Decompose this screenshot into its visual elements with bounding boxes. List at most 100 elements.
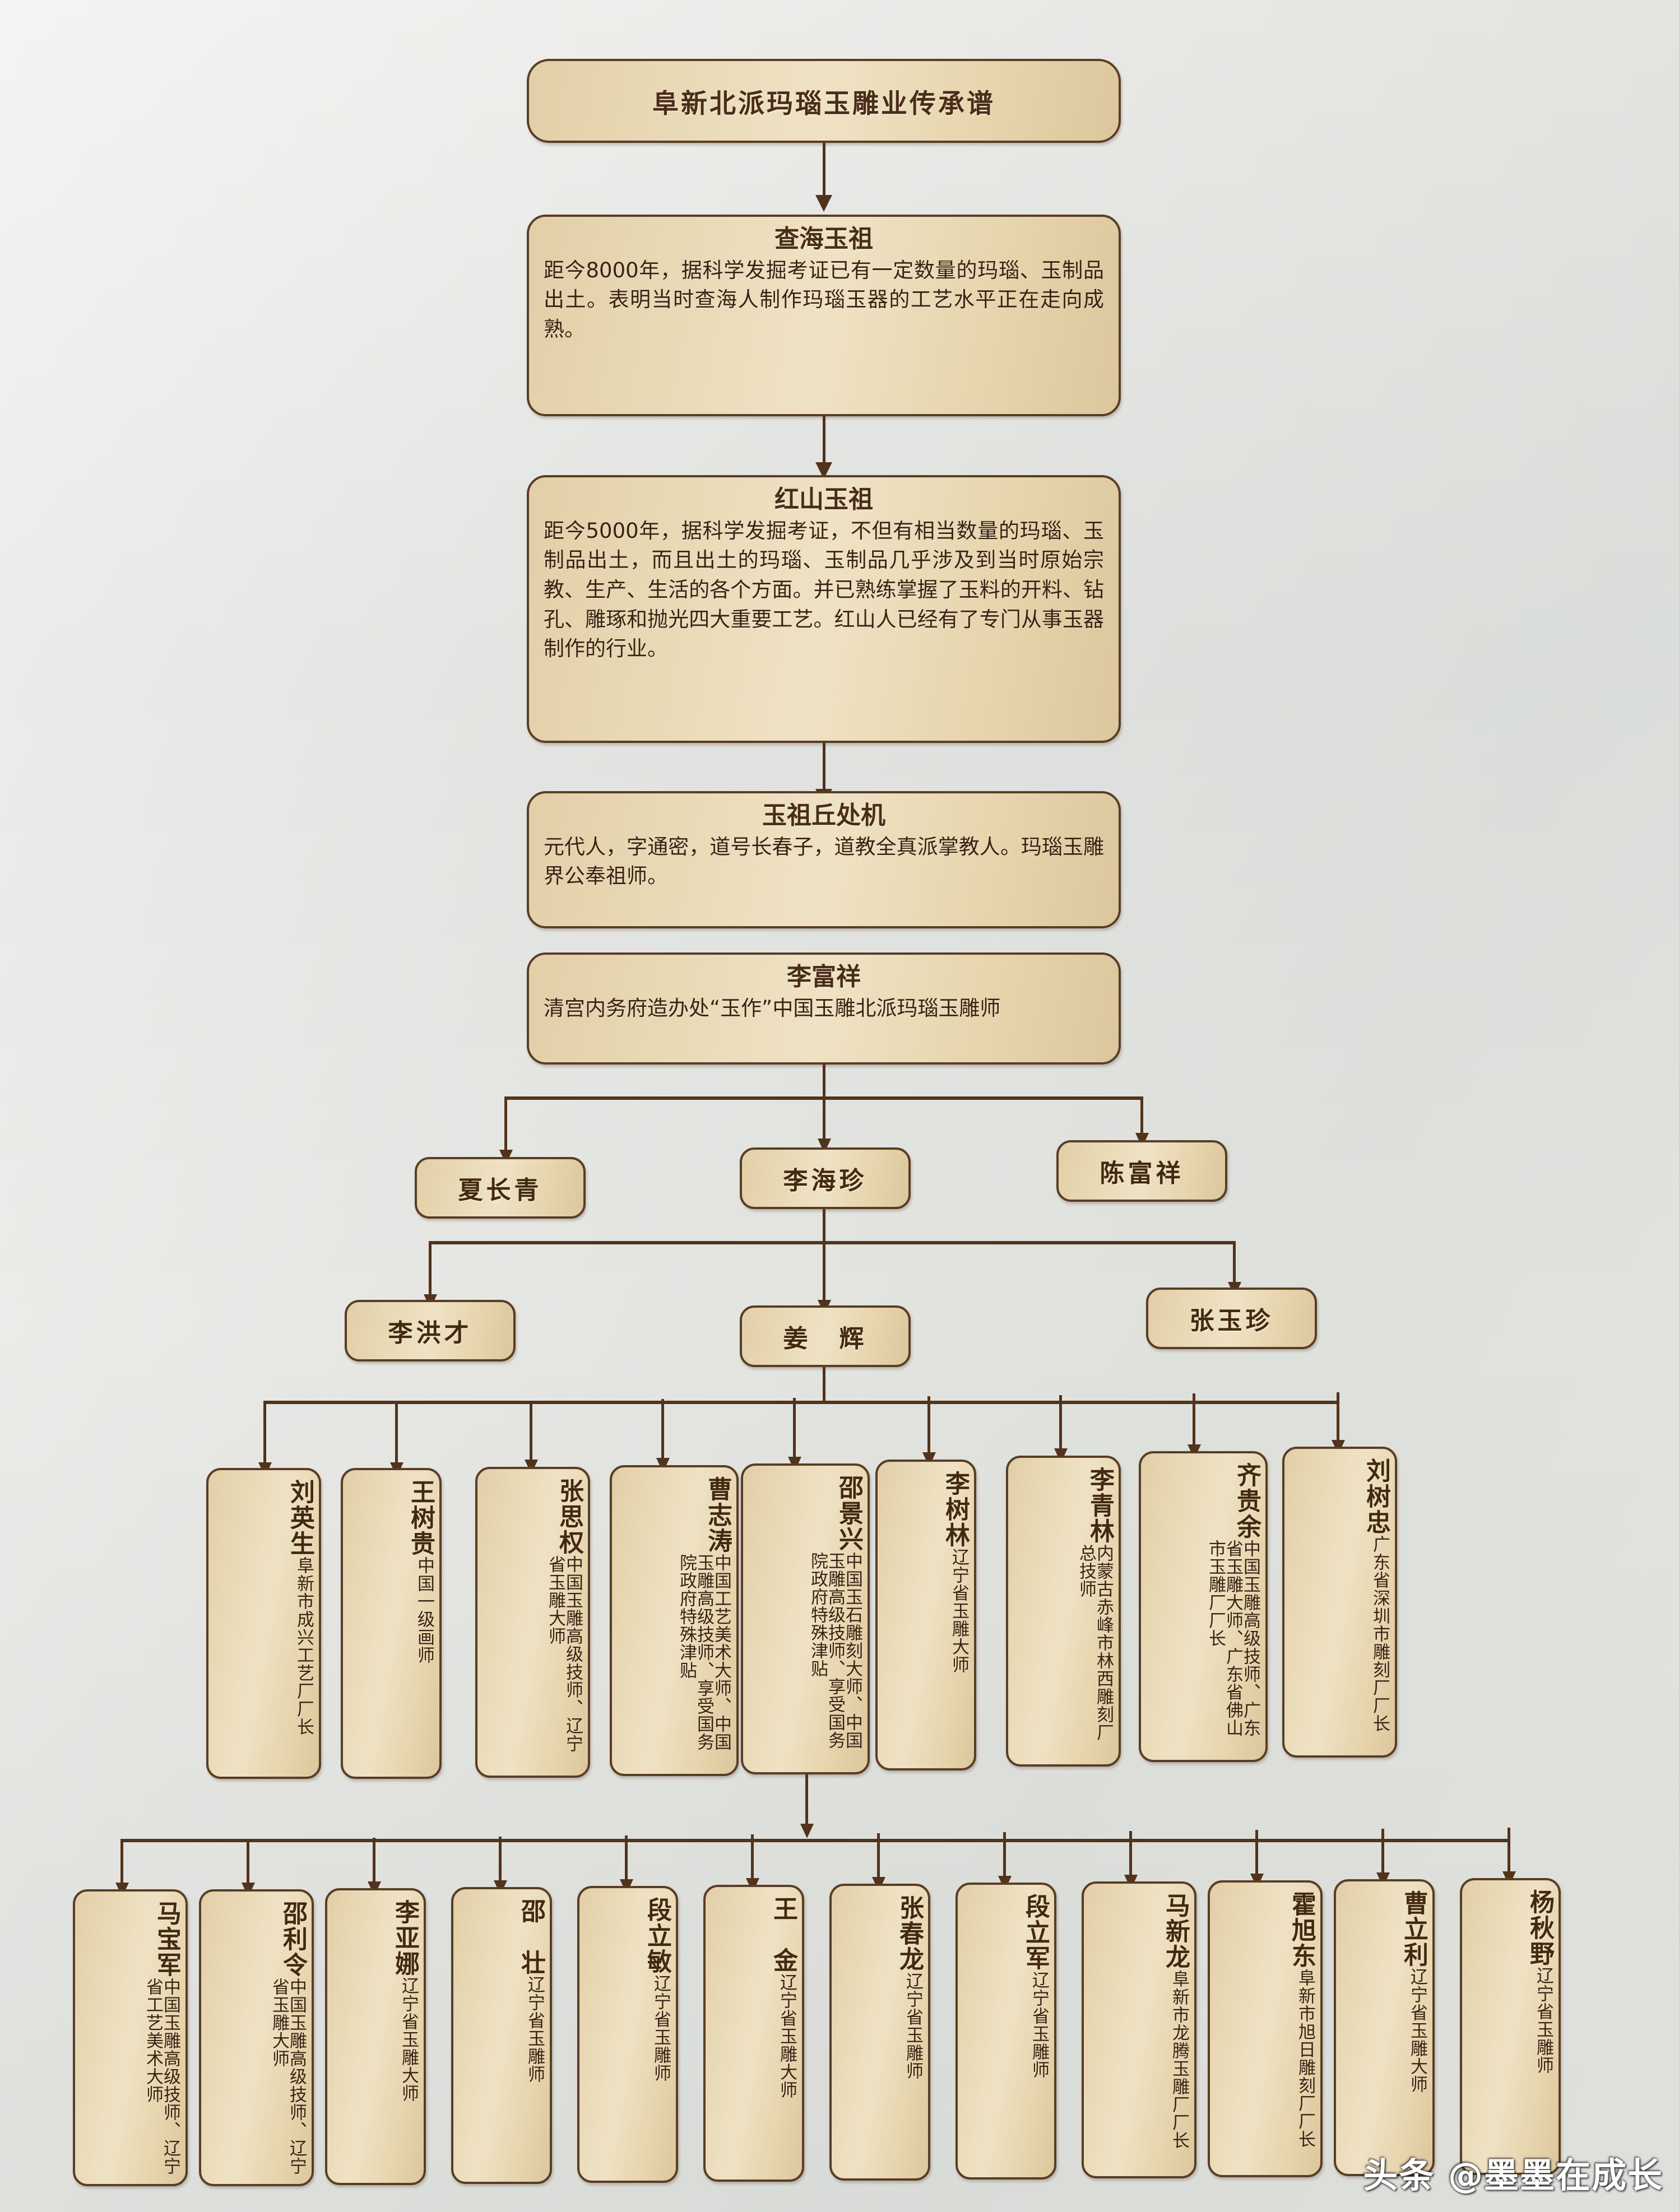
node-liyana: 李亚娜 辽宁省玉雕大师 bbox=[325, 1888, 426, 2185]
connector-gen3-drop-1 bbox=[429, 1241, 432, 1300]
node-mabaojun-name: 马宝军 bbox=[152, 1900, 181, 1978]
connector-gen5-drop-7 bbox=[877, 1833, 880, 1884]
node-zhangchunlong-name: 张春龙 bbox=[895, 1895, 924, 1972]
node-liuyingsheng-title: 阜新市成兴工艺厂厂长 bbox=[294, 1556, 314, 1736]
connector-chahai-to-hongshan bbox=[823, 416, 825, 472]
connector-gen3-stem bbox=[823, 1209, 825, 1243]
node-maxinlong-name: 马新龙 bbox=[1161, 1893, 1190, 1970]
node-xiachangqing: 夏长青 bbox=[415, 1157, 586, 1219]
watermark-text: 头条 @墨墨在成长 bbox=[1363, 2155, 1663, 2196]
node-qiguiyu-title: 中国玉雕高级技师、广东省玉雕大师、广东省佛山市玉雕厂厂长 bbox=[1205, 1540, 1260, 1737]
node-liyana-name: 李亚娜 bbox=[391, 1899, 419, 1977]
node-liushuzhong-title: 广东省深圳市雕刻厂厂长 bbox=[1370, 1535, 1390, 1732]
node-huoxudong: 霍旭东 阜新市旭日雕刻厂厂长 bbox=[1208, 1880, 1323, 2177]
node-duanlijun: 段立军 辽宁省玉雕师 bbox=[956, 1883, 1056, 2180]
chart-title-text: 阜新北派玛瑙玉雕业传承谱 bbox=[652, 88, 995, 119]
node-duanlimin: 段立敏 辽宁省玉雕师 bbox=[577, 1886, 678, 2183]
node-duanlimin-name: 段立敏 bbox=[643, 1897, 671, 1974]
node-qiguiyu: 齐贵余 中国玉雕高级技师、广东省玉雕大师、广东省佛山市玉雕厂厂长 bbox=[1139, 1451, 1268, 1762]
connector-gen5-drop-1 bbox=[120, 1839, 123, 1889]
connector-gen2-drop-1 bbox=[504, 1096, 507, 1155]
connector-gen5-drop-8 bbox=[1003, 1832, 1006, 1883]
node-caolili-title: 辽宁省玉雕大师 bbox=[1407, 1968, 1427, 2093]
node-zhangsiquan-name: 张思权 bbox=[555, 1478, 583, 1555]
node-huoxudong-name: 霍旭东 bbox=[1287, 1892, 1316, 1969]
node-caozhitao: 曹志涛 中国工艺美术大师、中国玉雕高级技师、享受国务院政府特殊津贴 bbox=[610, 1465, 739, 1776]
node-liuyingsheng-name: 刘英生 bbox=[286, 1479, 314, 1556]
chart-title-box: 阜新北派玛瑙玉雕业传承谱 bbox=[527, 59, 1121, 143]
connector-gen4-drop-5 bbox=[793, 1398, 796, 1462]
connector-title-to-chahai bbox=[823, 143, 825, 199]
connector-gen4-drop-6 bbox=[927, 1396, 930, 1458]
node-duanlijun-name: 段立军 bbox=[1021, 1894, 1050, 1971]
node-shaojingxing-name: 邵景兴 bbox=[834, 1475, 863, 1552]
node-shaozhuang: 邵 壮 辽宁省玉雕师 bbox=[451, 1887, 552, 2184]
node-lifuxiang: 李富祥 清宫内务府造办处“玉作”中国玉雕北派玛瑙玉雕师 bbox=[527, 952, 1121, 1065]
node-wangjin-name: 王 金 bbox=[769, 1896, 797, 1973]
node-lihaizhen-name: 李海珍 bbox=[783, 1167, 868, 1195]
node-liqinglin-name: 李青林 bbox=[1086, 1467, 1114, 1544]
node-lihongcai-name: 李洪才 bbox=[388, 1319, 472, 1347]
node-caolili-name: 曹立利 bbox=[1399, 1890, 1428, 1968]
node-wangjin-title: 辽宁省玉雕大师 bbox=[777, 1973, 797, 2099]
node-duanlijun-title: 辽宁省玉雕师 bbox=[1029, 1971, 1049, 2079]
connector-gen4-bus bbox=[263, 1401, 1339, 1404]
connector-gen2-drop-3 bbox=[1140, 1096, 1143, 1155]
connector-gen4-drop-1 bbox=[263, 1401, 266, 1468]
node-yangqiuye-title: 辽宁省玉雕师 bbox=[1533, 1967, 1553, 2074]
node-jianghui: 姜 辉 bbox=[740, 1305, 911, 1367]
node-zhangsiquan: 张思权 中国玉雕高级技师、辽宁省玉雕大师 bbox=[475, 1467, 590, 1778]
connector-gen2-drop-2 bbox=[823, 1096, 825, 1155]
node-duanlimin-title: 辽宁省玉雕师 bbox=[651, 1974, 671, 2082]
node-chenfuxiang: 陈富祥 bbox=[1056, 1140, 1227, 1202]
connector-gen5-drop-5 bbox=[625, 1835, 628, 1886]
node-lifuxiang-heading: 李富祥 bbox=[787, 963, 861, 991]
node-qiuchuji-body: 元代人，字通密，道号长春子，道教全真派掌教人。玛瑙玉雕界公奉祖师。 bbox=[544, 834, 1104, 889]
node-lihongcai: 李洪才 bbox=[345, 1300, 516, 1361]
node-wangjin: 王 金 辽宁省玉雕大师 bbox=[703, 1885, 804, 2182]
node-shaoliling-title: 中国玉雕高级技师、辽宁省玉雕大师 bbox=[269, 1978, 307, 2175]
connector-gen5-drop-6 bbox=[751, 1834, 754, 1885]
node-hongshan-yuzu: 红山玉祖 距今5000年，据科学发掘考证，不但有相当数量的玛瑙、玉制品出土，而且… bbox=[527, 475, 1121, 743]
node-maxinlong-title: 阜新市龙腾玉雕厂厂长 bbox=[1169, 1970, 1189, 2149]
node-liushuzhong-name: 刘树忠 bbox=[1362, 1458, 1390, 1535]
connector-gen5-drop-4 bbox=[499, 1837, 502, 1887]
node-mabaojun: 马宝军 中国玉雕高级技师、辽宁省工艺美术大师 bbox=[73, 1889, 188, 2186]
node-xiachangqing-name: 夏长青 bbox=[458, 1176, 542, 1205]
node-qiuchuji: 玉祖丘处机 元代人，字通密，道号长春子，道教全真派掌教人。玛瑙玉雕界公奉祖师。 bbox=[527, 791, 1121, 928]
node-zhangchunlong: 张春龙 辽宁省玉雕师 bbox=[829, 1884, 930, 2181]
node-liqinglin-title: 内蒙古赤峰市林西雕刻厂总技师 bbox=[1076, 1544, 1114, 1741]
node-hongshan-heading: 红山玉祖 bbox=[774, 485, 873, 514]
connector-gen4-drop-7 bbox=[1059, 1395, 1062, 1454]
node-lishulin: 李树林 辽宁省玉雕大师 bbox=[875, 1460, 976, 1770]
node-huoxudong-title: 阜新市旭日雕刻厂厂长 bbox=[1295, 1969, 1315, 2148]
connector-gen5-drop-12 bbox=[1508, 1828, 1510, 1878]
node-wangshugui-name: 王树贵 bbox=[406, 1479, 435, 1556]
connector-gen4-drop-3 bbox=[530, 1401, 532, 1465]
node-liuyingsheng: 刘英生 阜新市成兴工艺厂厂长 bbox=[206, 1468, 321, 1779]
node-mabaojun-title: 中国玉雕高级技师、辽宁省工艺美术大师 bbox=[143, 1978, 180, 2175]
node-shaozhuang-name: 邵 壮 bbox=[517, 1898, 545, 1976]
node-yangqiuye: 杨秋野 辽宁省玉雕师 bbox=[1460, 1878, 1561, 2175]
node-zhangyuzhen-name: 张玉珍 bbox=[1189, 1307, 1274, 1335]
connector-gen5-bus bbox=[120, 1839, 1510, 1842]
node-chenfuxiang-name: 陈富祥 bbox=[1100, 1159, 1184, 1188]
node-shaozhuang-title: 辽宁省玉雕师 bbox=[525, 1976, 545, 2083]
node-zhangsiquan-title: 中国玉雕高级技师、辽宁省玉雕大师 bbox=[545, 1555, 583, 1753]
node-shaojingxing: 邵景兴 中国玉石雕刻大师、中国玉雕高级技师、享受国务院政府特殊津贴 bbox=[741, 1463, 870, 1774]
node-yangqiuye-name: 杨秋野 bbox=[1525, 1889, 1554, 1967]
connector-gen4-drop-4 bbox=[661, 1399, 664, 1463]
arrow-title-to-chahai bbox=[815, 195, 832, 212]
node-shaojingxing-title: 中国玉石雕刻大师、中国玉雕高级技师、享受国务院政府特殊津贴 bbox=[808, 1552, 862, 1749]
connector-gen3-drop-2 bbox=[823, 1241, 825, 1305]
node-lifuxiang-body: 清宫内务府造办处“玉作”中国玉雕北派玛瑙玉雕师 bbox=[544, 996, 1001, 1020]
connector-lifuxiang-stem bbox=[823, 1065, 825, 1098]
node-jianghui-name: 姜 辉 bbox=[783, 1325, 868, 1353]
node-zhangchunlong-title: 辽宁省玉雕师 bbox=[903, 1972, 923, 2080]
connector-gen5-drop-2 bbox=[247, 1839, 249, 1889]
node-chahai-heading: 查海玉祖 bbox=[774, 225, 873, 253]
node-wangshugui: 王树贵 中国一级画师 bbox=[341, 1468, 442, 1779]
connector-gen5-drop-9 bbox=[1129, 1831, 1132, 1881]
node-wangshugui-title: 中国一级画师 bbox=[414, 1556, 434, 1664]
